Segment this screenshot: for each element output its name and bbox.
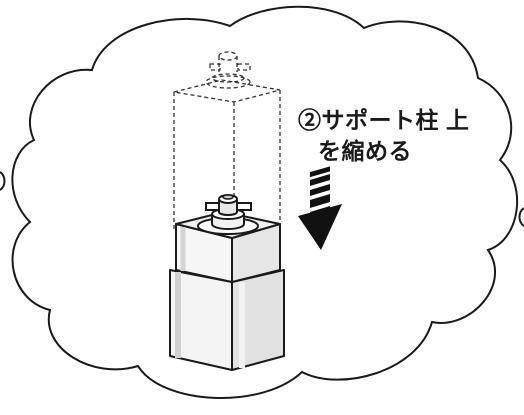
instruction-action-label: を縮める bbox=[318, 138, 412, 164]
edge-mark-left bbox=[0, 171, 6, 191]
down-arrow-icon bbox=[298, 166, 342, 250]
post-upper-cap bbox=[175, 211, 281, 283]
instruction-step-label: ②サポート柱 上 bbox=[298, 107, 470, 133]
cloud-outline bbox=[11, 5, 519, 400]
post-lower-sleeve bbox=[169, 269, 285, 371]
edge-mark-right bbox=[518, 207, 524, 227]
post-knob bbox=[197, 194, 259, 235]
